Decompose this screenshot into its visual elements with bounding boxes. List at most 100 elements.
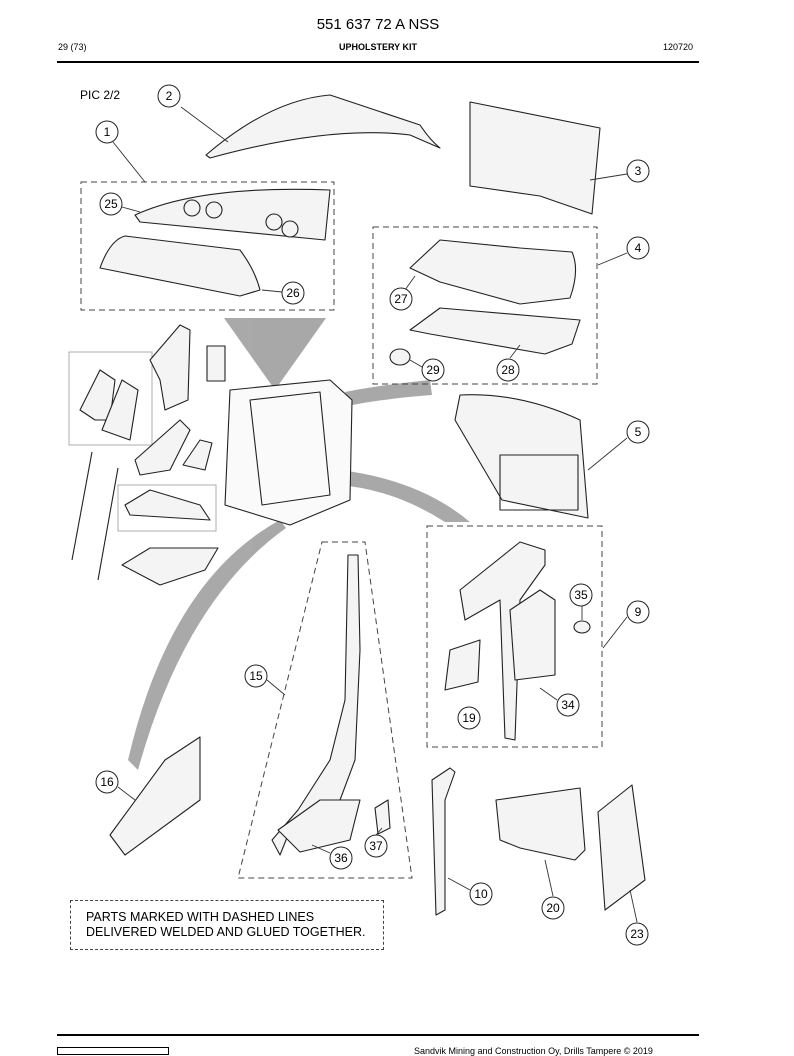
leader-lines [112, 106, 638, 923]
leader-34 [539, 687, 558, 701]
part-a-pillar [271, 554, 361, 856]
shade-wedge-right [345, 380, 432, 405]
part-console-top [409, 239, 577, 305]
part-filter [206, 345, 226, 382]
callout-number: 23 [630, 927, 644, 941]
part-rear-panel [469, 101, 601, 215]
callout-number: 4 [635, 241, 642, 255]
callout-circle-26 [281, 281, 305, 305]
leader-23 [629, 889, 638, 923]
callout-circle-23 [625, 922, 649, 946]
callout-number: 15 [249, 669, 263, 683]
note-box [70, 900, 384, 950]
callout-circle-16 [95, 770, 119, 794]
part-19-clip [444, 639, 481, 691]
detail-frame-rail [117, 484, 217, 532]
leader-29 [409, 359, 423, 368]
part-cab-frame [224, 379, 353, 526]
part-side-panel-window [499, 454, 579, 511]
callout-circle-10 [469, 882, 493, 906]
callout-circle-9 [626, 600, 650, 624]
part-corner-panel [597, 784, 646, 911]
callout-number: 27 [394, 292, 408, 306]
leader-3 [589, 173, 628, 181]
callout-number: 2 [166, 89, 173, 103]
callout-number: 26 [286, 286, 300, 300]
leader-27 [404, 275, 416, 291]
shade-wedge-top [224, 318, 326, 390]
callout-circle-27 [389, 287, 413, 311]
part-pillar-cushion [509, 589, 556, 681]
leader-10 [447, 877, 471, 891]
part-small-panel [182, 439, 213, 471]
part-dashboard-vent-3 [265, 213, 283, 231]
leader-1 [112, 141, 146, 183]
group-box-4 [372, 226, 598, 385]
callout-number: 25 [104, 197, 118, 211]
part-frame-panel [495, 787, 586, 861]
group-box-9 [426, 525, 603, 748]
callout-circle-37 [364, 834, 388, 858]
part-floor-mat [121, 547, 219, 586]
callout-circle-15 [244, 664, 268, 688]
callout-number: 34 [561, 698, 575, 712]
callout-circle-5 [626, 420, 650, 444]
part-rail-trim [124, 489, 211, 521]
callout-number: 28 [501, 363, 515, 377]
callout-circle-34 [556, 693, 580, 717]
detail-frames [68, 351, 217, 532]
part-36-lower-trim [277, 799, 361, 853]
part-dashboard-vent-2 [205, 201, 223, 219]
callout-number: 5 [635, 425, 642, 439]
part-outlines [71, 94, 646, 916]
leader-36 [311, 844, 331, 854]
part-dashboard-vent-4 [281, 220, 299, 238]
part-small-cap [389, 348, 411, 366]
part-seat-right [101, 379, 139, 441]
part-dashboard-vent-1 [183, 199, 201, 217]
leader-2 [180, 106, 229, 143]
part-console-tray [409, 307, 581, 355]
part-side-trim [109, 736, 201, 856]
leader-9 [602, 616, 628, 649]
detail-frame-seat [68, 351, 153, 446]
part-wing-trim [134, 419, 191, 476]
document-number: 551 637 72 A NSS [316, 16, 440, 33]
part-rod-1 [71, 451, 93, 561]
kit-title: UPHOLSTERY KIT [338, 42, 417, 52]
callout-number: 19 [462, 711, 476, 725]
callout-number: 29 [426, 363, 440, 377]
shade-wedge-left [128, 520, 286, 770]
page-count: 29 (73) [58, 42, 87, 52]
leader-28 [509, 344, 521, 359]
leader-15 [266, 679, 286, 696]
callout-circle-4 [626, 236, 650, 260]
footer-copyright: Sandvik Mining and Construction Oy, Dril… [414, 1046, 653, 1056]
leader-37 [375, 827, 383, 836]
callout-number: 3 [635, 164, 642, 178]
part-35-plug [573, 620, 591, 634]
part-37-bracket [374, 799, 391, 835]
part-roof-panel [205, 94, 441, 159]
callout-number: 36 [334, 851, 348, 865]
footer-rule [57, 1034, 699, 1036]
group-box-15 [237, 541, 413, 879]
callout-number: 37 [369, 839, 383, 853]
projection-shading [128, 318, 470, 770]
shade-wedge-lower-right [340, 470, 470, 522]
callout-number: 20 [546, 901, 560, 915]
callout-circle-29 [421, 358, 445, 382]
part-post-trim [431, 767, 456, 916]
callout-circle-20 [541, 896, 565, 920]
footer-logo [57, 1047, 169, 1055]
callout-number: 9 [635, 605, 642, 619]
leader-20 [544, 859, 554, 897]
pic-label: PIC 2/2 [80, 88, 121, 102]
leader-16 [117, 786, 136, 801]
callout-circle-1 [95, 120, 119, 144]
callout-circle-19 [457, 706, 481, 730]
date-code: 120720 [663, 42, 694, 52]
callout-number: 10 [474, 887, 488, 901]
leader-4 [597, 252, 628, 266]
